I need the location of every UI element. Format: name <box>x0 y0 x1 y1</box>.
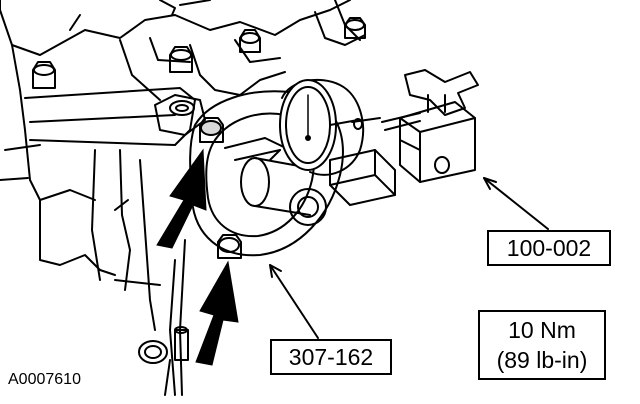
torque-metric: 10 Nm <box>508 317 576 343</box>
case-bolt-center <box>169 46 193 73</box>
case-bolt-left <box>32 61 56 89</box>
plate-bolt-lower <box>217 234 242 259</box>
dial-indicator <box>269 78 381 176</box>
leader-line-307-162 <box>269 264 319 339</box>
figure-id-label: A0007610 <box>8 371 81 388</box>
transmission-case <box>0 0 366 396</box>
seal-ring <box>138 340 168 364</box>
plate-bolt-upper <box>199 117 224 143</box>
direction-arrow-lower <box>195 260 239 366</box>
tool-callout-307-162: 307-162 <box>270 339 392 375</box>
case-bolt-top-right <box>344 17 366 39</box>
bracket-arm <box>154 94 206 136</box>
tool-callout-100-002: 100-002 <box>487 230 611 266</box>
magnetic-base <box>381 69 479 183</box>
indicator-base <box>329 149 396 206</box>
case-bolt-right <box>239 29 261 53</box>
leader-line-100-002 <box>483 177 549 230</box>
direction-arrow-upper <box>156 148 207 249</box>
dowel-pin <box>174 326 189 361</box>
torque-imperial: (89 lb-in) <box>496 347 588 373</box>
torque-spec-box: 10 Nm (89 lb-in) <box>478 310 606 380</box>
